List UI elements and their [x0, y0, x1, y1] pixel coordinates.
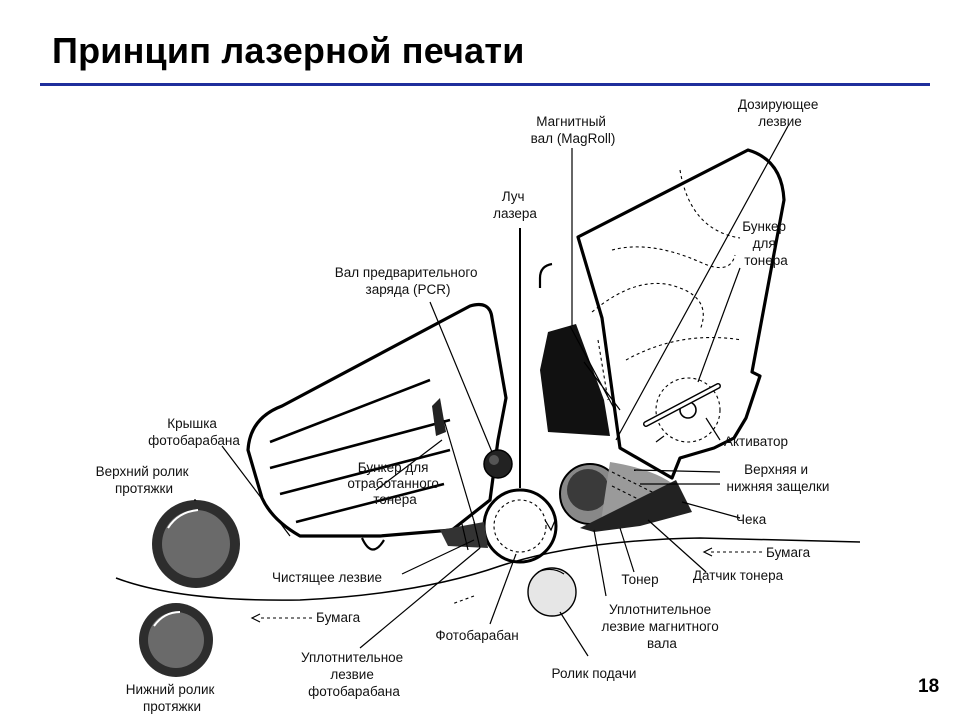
photo-drum — [482, 488, 558, 564]
label-latches: Верхняя и нижняя защелки — [727, 462, 830, 494]
label-mag-seal-blade: Уплотнительное лезвие магнитного вала — [601, 602, 722, 651]
label-drum-seal-blade: Уплотнительное лезвие фотобарабана — [301, 650, 407, 699]
label-magnetic-roller: Магнитный вал (MagRoll) — [531, 114, 616, 146]
title-underline — [40, 83, 930, 86]
toner-hopper — [576, 148, 786, 480]
label-agitator: Активатор — [724, 434, 788, 449]
label-toner-hopper: Бункер для тонера — [742, 219, 790, 268]
waste-hopper — [246, 302, 508, 551]
label-drum-cover: Крышка фотобарабана — [148, 416, 240, 448]
lower-transport-roller — [139, 603, 213, 677]
toner-sensor-shape — [580, 480, 692, 532]
label-waste-hopper: Бункер для отработанного тонера — [347, 460, 442, 507]
label-upper-roller: Верхний ролик протяжки — [96, 464, 193, 496]
label-lower-roller: Нижний ролик протяжки — [126, 682, 218, 714]
feed-roller — [527, 567, 577, 617]
metering-blade-shape — [540, 324, 610, 436]
label-pcr: Вал предварительного заряда (PCR) — [335, 265, 482, 297]
label-cleaning-blade: Чистящее лезвие — [272, 570, 382, 585]
paper-path — [115, 537, 861, 601]
label-paper-in: Бумага — [766, 545, 811, 560]
label-toner-sensor: Датчик тонера — [693, 568, 784, 583]
label-paper-out: Бумага — [316, 610, 361, 625]
pcr-roller — [483, 449, 513, 479]
label-drum: Фотобарабан — [435, 628, 518, 643]
label-feed-roller: Ролик подачи — [552, 666, 637, 681]
metering-blade-lines — [569, 325, 621, 413]
leader-lines — [194, 125, 789, 657]
agitator — [643, 377, 721, 443]
hook-shape — [538, 262, 553, 288]
label-pin: Чека — [736, 512, 767, 527]
label-toner: Тонер — [621, 572, 658, 587]
page-number: 18 — [918, 676, 940, 697]
slide-title: Принцип лазерной печати — [52, 30, 525, 71]
label-metering-blade: Дозирующее лезвие — [738, 97, 822, 129]
upper-transport-roller — [152, 500, 240, 588]
label-laser-beam: Луч лазера — [493, 189, 537, 221]
